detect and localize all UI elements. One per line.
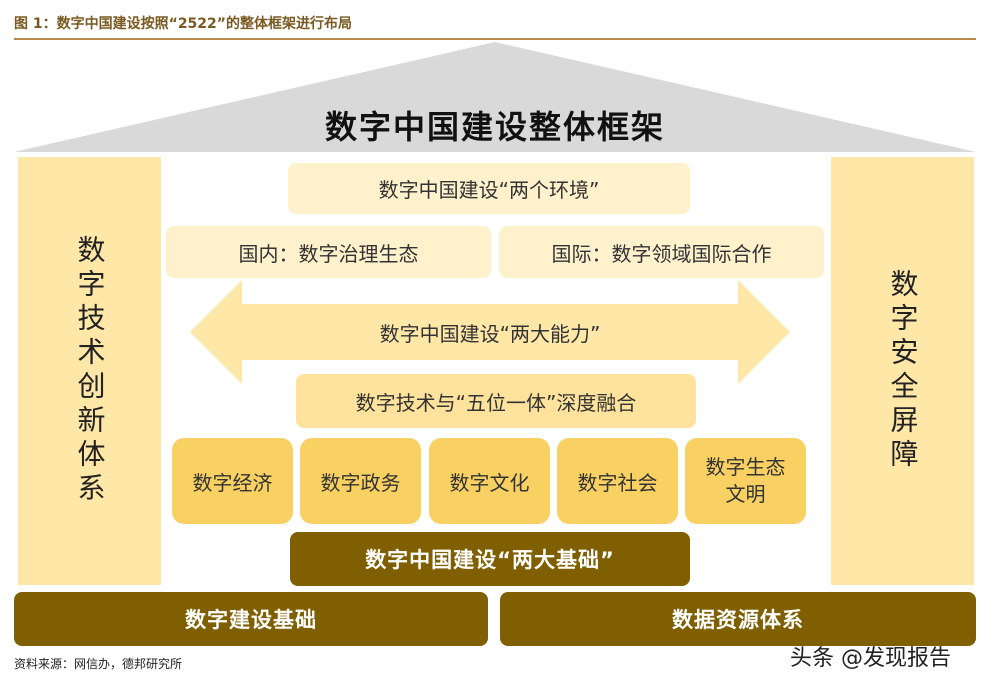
left-pillar-label: 数字技术创新体系 bbox=[73, 235, 107, 507]
caption-rule bbox=[14, 38, 976, 40]
left-pillar: 数字技术创新体系 bbox=[18, 157, 161, 585]
source-note: 资料来源：网信办，德邦研究所 bbox=[14, 657, 183, 671]
five-pillar-item: 数字社会 bbox=[557, 438, 678, 524]
foundation-digital-construction: 数字建设基础 bbox=[14, 592, 488, 646]
five-pillar-item: 数字生态 文明 bbox=[685, 438, 806, 524]
figure-caption: 图 1：数字中国建设按照“2522”的整体框架进行布局 bbox=[14, 16, 352, 32]
right-pillar: 数字安全屏障 bbox=[831, 157, 974, 585]
foundation-data-resources: 数据资源体系 bbox=[500, 592, 976, 646]
five-pillar-item: 数字经济 bbox=[172, 438, 293, 524]
roof-triangle bbox=[14, 42, 976, 152]
environments-title: 数字中国建设“两个环境” bbox=[288, 163, 690, 214]
international-environment: 国际：数字领域国际合作 bbox=[499, 226, 824, 278]
integration-box: 数字技术与“五位一体”深度融合 bbox=[296, 374, 696, 428]
watermark: 头条 @发现报告 bbox=[790, 646, 951, 671]
domestic-environment: 国内：数字治理生态 bbox=[166, 226, 491, 278]
framework-title: 数字中国建设整体框架 bbox=[324, 108, 665, 146]
five-pillar-item: 数字文化 bbox=[429, 438, 550, 524]
right-pillar-label: 数字安全屏障 bbox=[886, 269, 920, 473]
five-pillar-item: 数字政务 bbox=[300, 438, 421, 524]
foundations-title: 数字中国建设“两大基础” bbox=[290, 532, 690, 586]
capabilities-label: 数字中国建设“两大能力” bbox=[379, 321, 601, 346]
capabilities-double-arrow bbox=[190, 280, 790, 384]
